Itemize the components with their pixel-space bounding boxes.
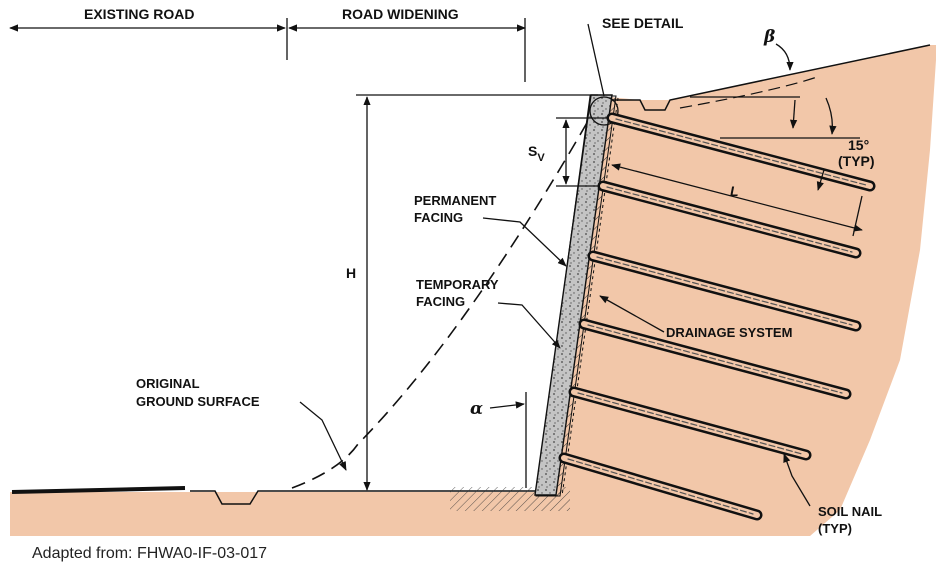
angle-15-label: 15°: [848, 137, 869, 153]
ditch: [190, 490, 545, 505]
original-ground-label-1: ORIGINAL: [136, 376, 200, 391]
sv-dimension: [556, 117, 608, 187]
temporary-facing-label-1: TEMPORARY: [416, 277, 499, 292]
permanent-facing-label-1: PERMANENT: [414, 193, 496, 208]
source-caption: Adapted from: FHWA0-IF-03-017: [32, 545, 267, 562]
beta-reference-dashed: [679, 75, 821, 109]
permanent-facing-leader: [482, 217, 567, 267]
temporary-facing-leader: [497, 302, 561, 349]
road-widening-label: ROAD WIDENING: [342, 6, 459, 22]
angle-15-indicator: [690, 96, 860, 191]
beta-arrow: [775, 43, 794, 71]
original-ground-leader: [299, 401, 347, 471]
length-label: L: [730, 183, 739, 199]
beta-label: β: [763, 27, 775, 47]
permanent-facing: [534, 94, 613, 496]
angle-typ-label: (TYP): [838, 153, 875, 169]
see-detail-label: SEE DETAIL: [602, 15, 684, 31]
height-dimension: [356, 94, 598, 491]
drainage-system-label: DRAINAGE SYSTEM: [666, 325, 792, 340]
soil-nail-leader: [783, 453, 811, 507]
see-detail-circle: [589, 96, 619, 126]
sv-label: SV: [528, 143, 545, 164]
height-label: H: [346, 265, 356, 281]
top-ground-line: [612, 44, 931, 111]
see-detail-leader: [587, 23, 605, 97]
length-dimension: [611, 163, 863, 237]
alpha-label: α: [470, 399, 483, 419]
soil-nail-label-2: (TYP): [818, 521, 852, 536]
temporary-facing-label-2: FACING: [416, 294, 465, 309]
road-surface: [11, 486, 186, 494]
drainage-leader: [599, 295, 665, 333]
original-ground-label-2: GROUND SURFACE: [136, 394, 260, 409]
drain-strip: [561, 97, 619, 497]
original-ground-line: [291, 99, 601, 489]
soil-nail-label-1: SOIL NAIL: [818, 504, 882, 519]
existing-road-label: EXISTING ROAD: [84, 6, 194, 22]
road-dimension: [9, 18, 526, 82]
alpha-indicator: [489, 392, 527, 488]
permanent-facing-label-2: FACING: [414, 210, 463, 225]
